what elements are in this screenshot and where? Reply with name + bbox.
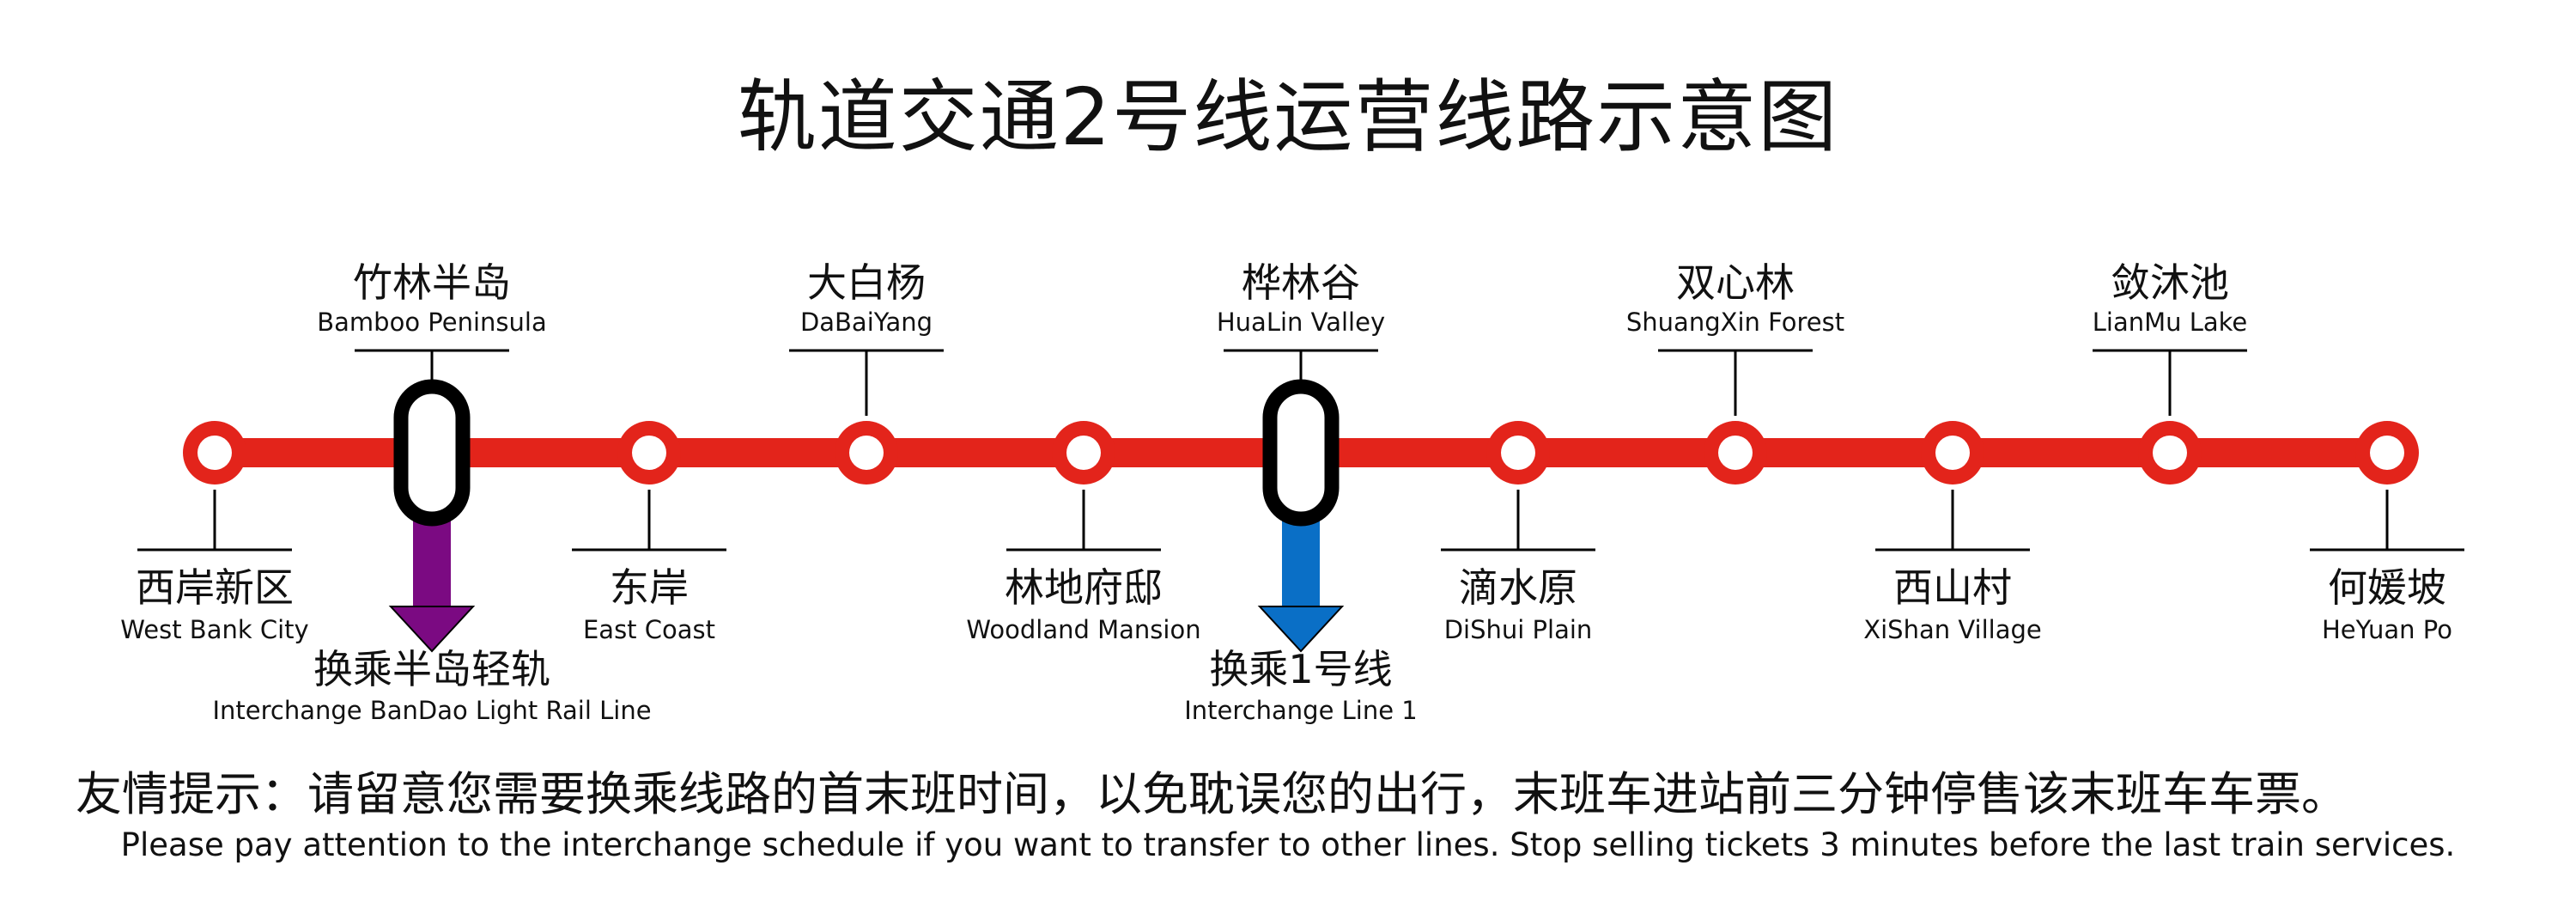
transfer-name-cn: 换乘半岛轻轨	[313, 646, 550, 692]
transfer-arrow-shaft	[413, 515, 451, 608]
station-name-cn: 林地府邸	[1005, 564, 1163, 611]
station-name-en: DaBaiYang	[800, 308, 933, 337]
station-name-cn: 滴水原	[1459, 564, 1577, 611]
transfer-arrow-shaft	[1282, 515, 1320, 608]
station-marker-center	[1066, 436, 1101, 470]
station-name-cn: 东岸	[610, 564, 689, 611]
station-markers	[183, 379, 2419, 527]
station-marker-center	[2370, 436, 2404, 470]
transfer-arrows	[388, 515, 1345, 653]
station-marker-center	[197, 436, 232, 470]
notice-chinese: 友情提示：请留意您需要换乘线路的首末班时间，以免耽误您的出行，末班车进站前三分钟…	[76, 767, 2348, 821]
station-leaders	[137, 349, 2464, 552]
transfer-name-cn: 换乘1号线	[1209, 646, 1392, 692]
station-name-en: East Coast	[583, 615, 715, 644]
station-name-en: West Bank City	[120, 615, 308, 644]
page-title: 轨道交通2号线运营线路示意图	[737, 71, 1839, 163]
station-name-cn: 西岸新区	[136, 564, 294, 611]
transfer-arrow-head	[388, 606, 476, 653]
station-marker-center	[1935, 436, 1970, 470]
notice-english: Please pay attention to the interchange …	[120, 826, 2456, 863]
station-name-en: Woodland Mansion	[966, 615, 1200, 644]
interchange-station-marker[interactable]	[393, 379, 471, 527]
station-name-cn: 敛沐池	[2111, 259, 2229, 306]
station-marker-center	[1718, 436, 1753, 470]
station-name-cn: 竹林半岛	[353, 259, 511, 306]
transfer-name-en: Interchange Line 1	[1184, 696, 1417, 725]
station-name-cn: 桦林谷	[1242, 259, 1360, 306]
station-marker-center	[1501, 436, 1535, 470]
transfer-arrow-head	[1257, 606, 1345, 653]
station-name-en: ShuangXin Forest	[1626, 308, 1844, 337]
station-name-en: XiShan Village	[1863, 615, 2041, 644]
station-name-en: HuaLin Valley	[1217, 308, 1385, 337]
interchange-station-marker[interactable]	[1262, 379, 1340, 527]
station-name-cn: 西山村	[1893, 564, 2012, 611]
station-name-cn: 何媛坡	[2328, 564, 2446, 611]
station-name-cn: 大白杨	[807, 259, 926, 306]
station-name-en: LianMu Lake	[2093, 308, 2248, 337]
station-marker-center	[849, 436, 884, 470]
station-marker-center	[632, 436, 666, 470]
transfer-name-en: Interchange BanDao Light Rail Line	[212, 696, 651, 725]
station-marker-center	[2153, 436, 2187, 470]
station-name-cn: 双心林	[1676, 259, 1795, 306]
station-name-en: Bamboo Peninsula	[317, 308, 546, 337]
station-name-en: DiShui Plain	[1444, 615, 1593, 644]
station-name-en: HeYuan Po	[2322, 615, 2452, 644]
